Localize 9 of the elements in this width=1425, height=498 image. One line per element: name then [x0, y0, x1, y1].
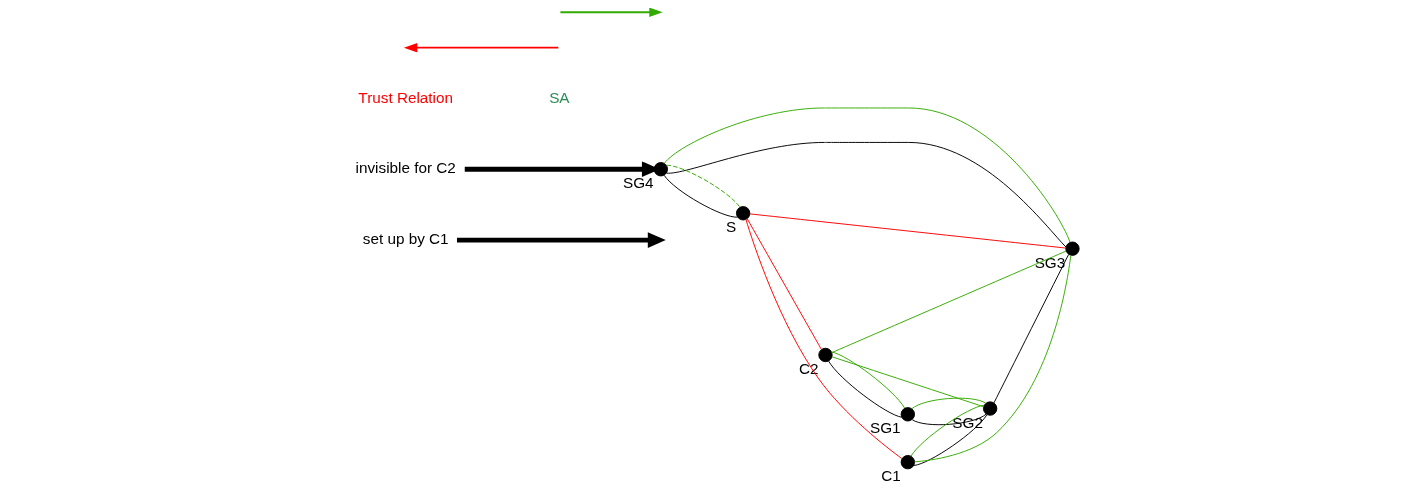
legend-label: Trust Relation — [357, 88, 453, 106]
legend-label: SA — [548, 88, 570, 106]
node-text: set up by C1 — [362, 229, 449, 247]
node-label: SG4 — [622, 174, 654, 192]
node-label: SG1 — [869, 419, 901, 437]
node-label: C1 — [880, 467, 901, 485]
node-text: invisible for C2 — [355, 158, 456, 176]
node-label: SG3 — [1034, 253, 1065, 271]
node-label: S — [725, 218, 736, 236]
